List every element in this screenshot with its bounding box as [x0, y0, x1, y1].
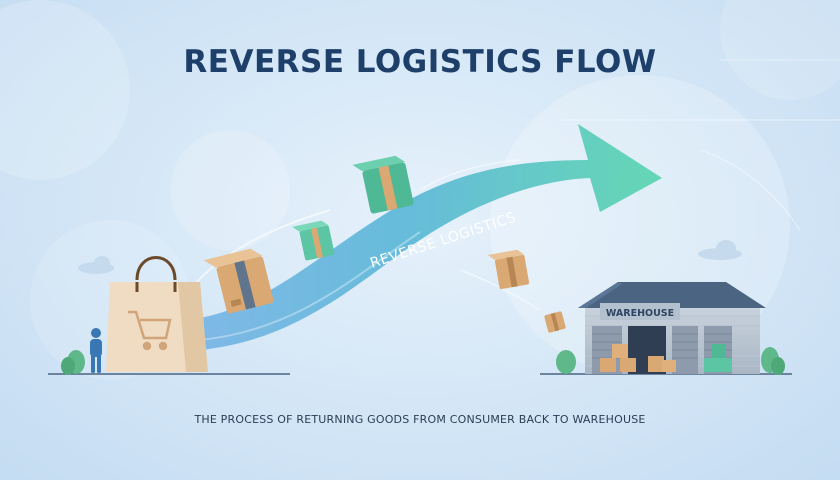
page-title: REVERSE LOGISTICS FLOW — [183, 44, 657, 80]
cloud-icon — [698, 240, 742, 260]
package-icon — [487, 249, 530, 290]
cart-icon — [128, 310, 172, 351]
person-icon — [90, 328, 102, 373]
cloud-icon — [78, 256, 114, 274]
diagram-caption: THE PROCESS OF RETURNING GOODS FROM CONS… — [194, 413, 646, 426]
package-icon — [600, 344, 732, 372]
package-icon — [203, 248, 274, 314]
package-icon — [352, 155, 414, 214]
plant-icon — [61, 350, 85, 375]
package-icon — [292, 220, 335, 261]
warehouse-label: WAREHOUSE — [606, 308, 674, 319]
shopping-bag-icon — [106, 256, 208, 372]
package-icon — [544, 311, 566, 333]
warehouse-icon: WAREHOUSE — [556, 282, 785, 375]
plant-icon — [556, 347, 785, 375]
